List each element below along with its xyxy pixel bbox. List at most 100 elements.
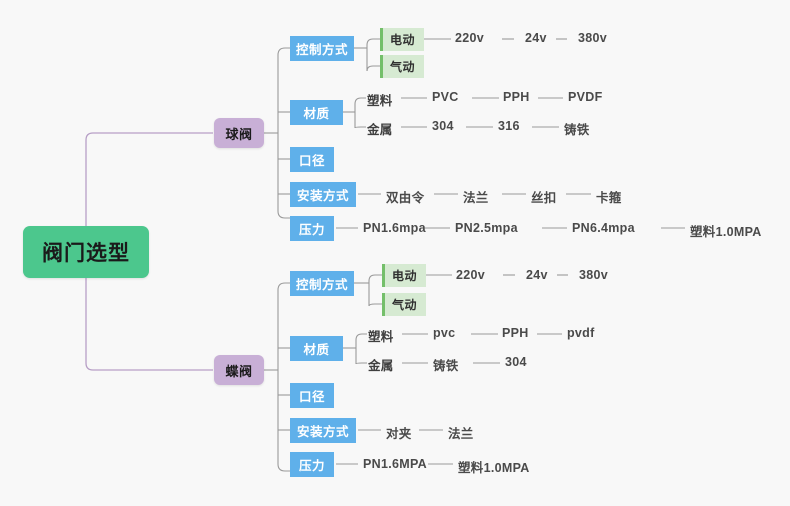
leaf-pressure-pn25mpa[interactable]: PN2.5mpa	[455, 221, 518, 235]
category-node-installation[interactable]: 安装方式	[290, 418, 356, 443]
leaf-label: pvdf	[567, 326, 595, 340]
branch-node-ball-valve[interactable]: 球阀	[214, 118, 264, 148]
leaf-label: 双由令	[386, 191, 425, 205]
leaf-voltage-380v[interactable]: 380v	[578, 31, 607, 45]
leaf-label: 24v	[526, 268, 548, 282]
branch-node-label: 蝶阀	[225, 363, 253, 379]
chip-node-label: 气动	[392, 298, 418, 312]
leaf-label: 丝扣	[531, 191, 557, 205]
leaf-label: PPH	[503, 90, 530, 104]
leaf-material-pvc[interactable]: PVC	[432, 90, 459, 104]
leaf-material-cast-iron[interactable]: 铸铁	[564, 119, 590, 138]
category-node-label: 压力	[298, 459, 325, 473]
leaf-install-clamp[interactable]: 卡箍	[596, 187, 622, 206]
leaf-material-cast-iron[interactable]: 铸铁	[433, 355, 459, 374]
leaf-label: PN2.5mpa	[455, 221, 518, 235]
leaf-material-pvc[interactable]: pvc	[433, 326, 455, 340]
leaf-material-pvdf[interactable]: PVDF	[568, 90, 603, 104]
leaf-install-flange[interactable]: 法兰	[448, 423, 474, 442]
leaf-label: 法兰	[463, 191, 489, 205]
chip-node-pneumatic[interactable]: 气动	[382, 293, 426, 316]
leaf-label: 304	[432, 119, 454, 133]
category-node-control-mode[interactable]: 控制方式	[290, 271, 354, 296]
group-label-plastic[interactable]: 塑料	[367, 90, 393, 109]
chip-node-pneumatic[interactable]: 气动	[380, 55, 424, 78]
category-node-label: 控制方式	[295, 278, 348, 292]
leaf-label: 380v	[578, 31, 608, 45]
group-label-metal[interactable]: 金属	[368, 355, 394, 374]
leaf-label: 塑料1.0MPA	[458, 461, 530, 475]
category-node-control-mode[interactable]: 控制方式	[290, 36, 354, 61]
chip-node-label: 电动	[392, 269, 418, 283]
category-node-label: 安装方式	[296, 189, 349, 203]
branch-node-butterfly-valve[interactable]: 蝶阀	[214, 355, 264, 385]
category-node-label: 压力	[298, 223, 325, 237]
leaf-material-pph[interactable]: PPH	[503, 90, 530, 104]
leaf-material-316[interactable]: 316	[498, 119, 520, 133]
leaf-install-wafer[interactable]: 对夹	[386, 423, 412, 442]
category-node-label: 控制方式	[295, 43, 348, 57]
leaf-label: 铸铁	[564, 123, 590, 137]
leaf-label: 对夹	[386, 427, 412, 441]
leaf-label: PN6.4mpa	[572, 221, 635, 235]
leaf-label: pvc	[433, 326, 456, 340]
root-node-label: 阀门选型	[42, 242, 130, 265]
leaf-label: PPH	[502, 326, 529, 340]
leaf-material-pvdf[interactable]: pvdf	[567, 326, 595, 340]
chip-node-label: 气动	[390, 60, 416, 74]
leaf-install-flange[interactable]: 法兰	[463, 187, 489, 206]
category-node-material[interactable]: 材质	[290, 100, 343, 125]
group-label-plastic[interactable]: 塑料	[368, 326, 394, 345]
category-node-pressure[interactable]: 压力	[290, 216, 334, 241]
group-label: 金属	[367, 123, 393, 137]
chip-node-electric[interactable]: 电动	[380, 28, 424, 51]
group-label-metal[interactable]: 金属	[367, 119, 393, 138]
branch-node-label: 球阀	[225, 126, 253, 142]
group-label: 塑料	[367, 94, 393, 108]
category-node-pressure[interactable]: 压力	[290, 452, 334, 477]
leaf-label: 法兰	[448, 427, 474, 441]
leaf-voltage-24v[interactable]: 24v	[526, 268, 548, 282]
leaf-voltage-220v[interactable]: 220v	[456, 268, 485, 282]
category-node-label: 安装方式	[296, 425, 349, 439]
leaf-pressure-pn16mpa[interactable]: PN1.6mpa	[363, 221, 426, 235]
category-node-installation[interactable]: 安装方式	[290, 182, 356, 207]
leaf-install-shuangyouling[interactable]: 双由令	[386, 187, 424, 206]
group-label: 金属	[368, 359, 394, 373]
leaf-label: 304	[505, 355, 527, 369]
category-node-diameter[interactable]: 口径	[290, 147, 334, 172]
leaf-label: 316	[498, 119, 520, 133]
leaf-label: 24v	[525, 31, 547, 45]
category-node-label: 口径	[298, 390, 325, 404]
leaf-label: 卡箍	[596, 191, 622, 205]
leaf-voltage-220v[interactable]: 220v	[455, 31, 484, 45]
chip-node-electric[interactable]: 电动	[382, 264, 426, 287]
leaf-pressure-pn16mpa[interactable]: PN1.6MPA	[363, 457, 427, 471]
leaf-pressure-plastic-10mpa[interactable]: 塑料1.0MPA	[458, 457, 530, 476]
leaf-install-thread[interactable]: 丝扣	[531, 187, 557, 206]
category-node-label: 材质	[303, 343, 330, 357]
chip-node-label: 电动	[390, 33, 416, 47]
root-node[interactable]: 阀门选型	[23, 226, 149, 278]
leaf-label: PVC	[432, 90, 459, 104]
leaf-material-304[interactable]: 304	[505, 355, 527, 369]
category-node-material[interactable]: 材质	[290, 336, 343, 361]
category-node-label: 材质	[303, 107, 330, 121]
category-node-label: 口径	[298, 154, 325, 168]
leaf-label: 380v	[579, 268, 609, 282]
leaf-label: PN1.6mpa	[363, 221, 426, 235]
leaf-pressure-plastic-10mpa[interactable]: 塑料1.0MPA	[690, 221, 762, 240]
group-label: 塑料	[368, 330, 394, 344]
leaf-label: 220v	[455, 31, 485, 45]
leaf-material-304[interactable]: 304	[432, 119, 454, 133]
leaf-voltage-380v[interactable]: 380v	[579, 268, 608, 282]
leaf-voltage-24v[interactable]: 24v	[525, 31, 547, 45]
leaf-label: 塑料1.0MPA	[690, 225, 762, 239]
leaf-label: PVDF	[568, 90, 603, 104]
leaf-pressure-pn64mpa[interactable]: PN6.4mpa	[572, 221, 635, 235]
leaf-label: 220v	[456, 268, 486, 282]
leaf-label: 铸铁	[433, 359, 459, 373]
leaf-material-pph[interactable]: PPH	[502, 326, 529, 340]
category-node-diameter[interactable]: 口径	[290, 383, 334, 408]
